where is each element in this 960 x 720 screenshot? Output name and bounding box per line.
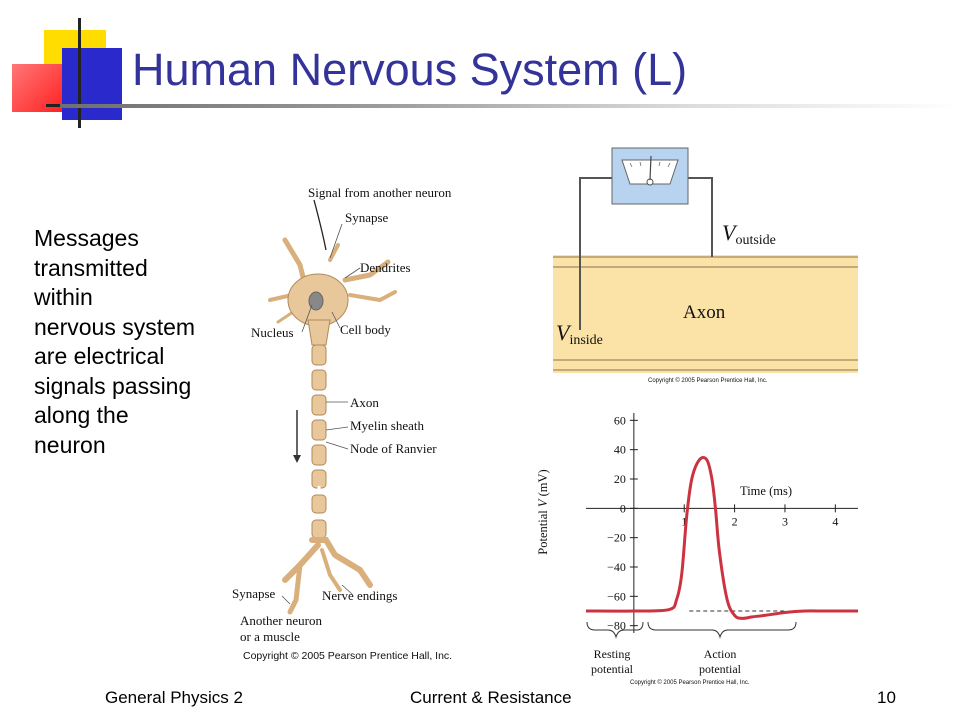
page-title: Human Nervous System (L) (132, 44, 688, 95)
footer-center: Current & Resistance (410, 688, 572, 707)
y-tick-label: 20 (614, 472, 626, 486)
body-line: along the (34, 402, 129, 428)
voltmeter-wires (579, 177, 713, 330)
label-axon: Axon (350, 395, 379, 410)
x-tick-label: 3 (782, 514, 788, 528)
label-node: Node of Ranvier (350, 441, 437, 456)
label-signal: Signal from another neuron (308, 185, 452, 200)
chart-copyright: Copyright © 2005 Pearson Prentice Hall, … (630, 679, 750, 686)
label-another-1: Another neuron (240, 613, 322, 628)
x-tick-label: 2 (732, 514, 738, 528)
body-line: signals passing (34, 372, 192, 399)
body-line: transmitted (34, 254, 148, 281)
title-underline (60, 104, 960, 108)
y-tick-label: 0 (620, 501, 626, 515)
body-line: are electrical (34, 343, 165, 369)
action-label-2: potential (699, 662, 742, 676)
axon-copyright: Copyright © 2005 Pearson Prentice Hall, … (648, 377, 768, 384)
neuron-labels: Signal from another neuron Synapse Dendr… (232, 185, 452, 644)
x-axis-label: Time (ms) (740, 484, 792, 498)
body-line: Messages (34, 225, 139, 251)
decorative-logo (0, 0, 140, 130)
label-myelin: Myelin sheath (350, 418, 425, 433)
y-tick-label: −60 (607, 589, 626, 603)
signal-arrow (313, 199, 327, 251)
neuron-illustration (268, 237, 397, 615)
v-outside-label: Voutside (722, 220, 776, 248)
label-nerve-endings: Nerve endings (322, 588, 397, 603)
v-inside-label: Vinside (556, 320, 603, 348)
potential-curve (585, 456, 858, 620)
action-label-1: Action (704, 647, 737, 661)
body-text: Messages transmitted within nervous syst… (34, 224, 234, 460)
y-tick-label: −20 (607, 531, 626, 545)
x-tick-label: 1 (681, 514, 687, 528)
label-synapse-top: Synapse (345, 210, 389, 225)
y-tick-label: −80 (607, 619, 626, 633)
footer-left: General Physics 2 (105, 688, 243, 707)
body-line: nervous system (34, 313, 196, 340)
axon-label: Axon (683, 302, 726, 323)
neuron-figure: Signal from another neuron Synapse Dendr… (232, 185, 452, 662)
resting-label-2: potential (591, 662, 634, 676)
x-tick-label: 4 (832, 514, 838, 528)
label-nucleus: Nucleus (251, 325, 294, 340)
label-another-2: or a muscle (240, 629, 300, 644)
label-cell-body: Cell body (340, 322, 391, 337)
page-number: 10 (877, 688, 896, 707)
y-axis-label: Potential V (mV) (536, 469, 550, 554)
axon-figure: Voutside Vinside Axon Copyright © 2005 P… (553, 147, 858, 384)
voltmeter-icon (611, 147, 689, 205)
resting-label-1: Resting (594, 647, 631, 661)
y-tick-label: −40 (607, 560, 626, 574)
neuron-copyright: Copyright © 2005 Pearson Prentice Hall, … (243, 650, 452, 662)
label-synapse-bottom: Synapse (232, 586, 276, 601)
axon-band (553, 255, 858, 373)
y-tick-label: 40 (614, 443, 626, 457)
body-line: within (34, 284, 93, 310)
body-line: neuron (34, 431, 106, 458)
label-dendrites: Dendrites (360, 260, 411, 275)
braces (586, 621, 797, 639)
action-potential-chart: 60 40 20 0 −20 −40 −60 −80 1 2 3 4 Time (ms) Potent… (536, 413, 858, 686)
y-tick-label: 60 (614, 413, 626, 427)
